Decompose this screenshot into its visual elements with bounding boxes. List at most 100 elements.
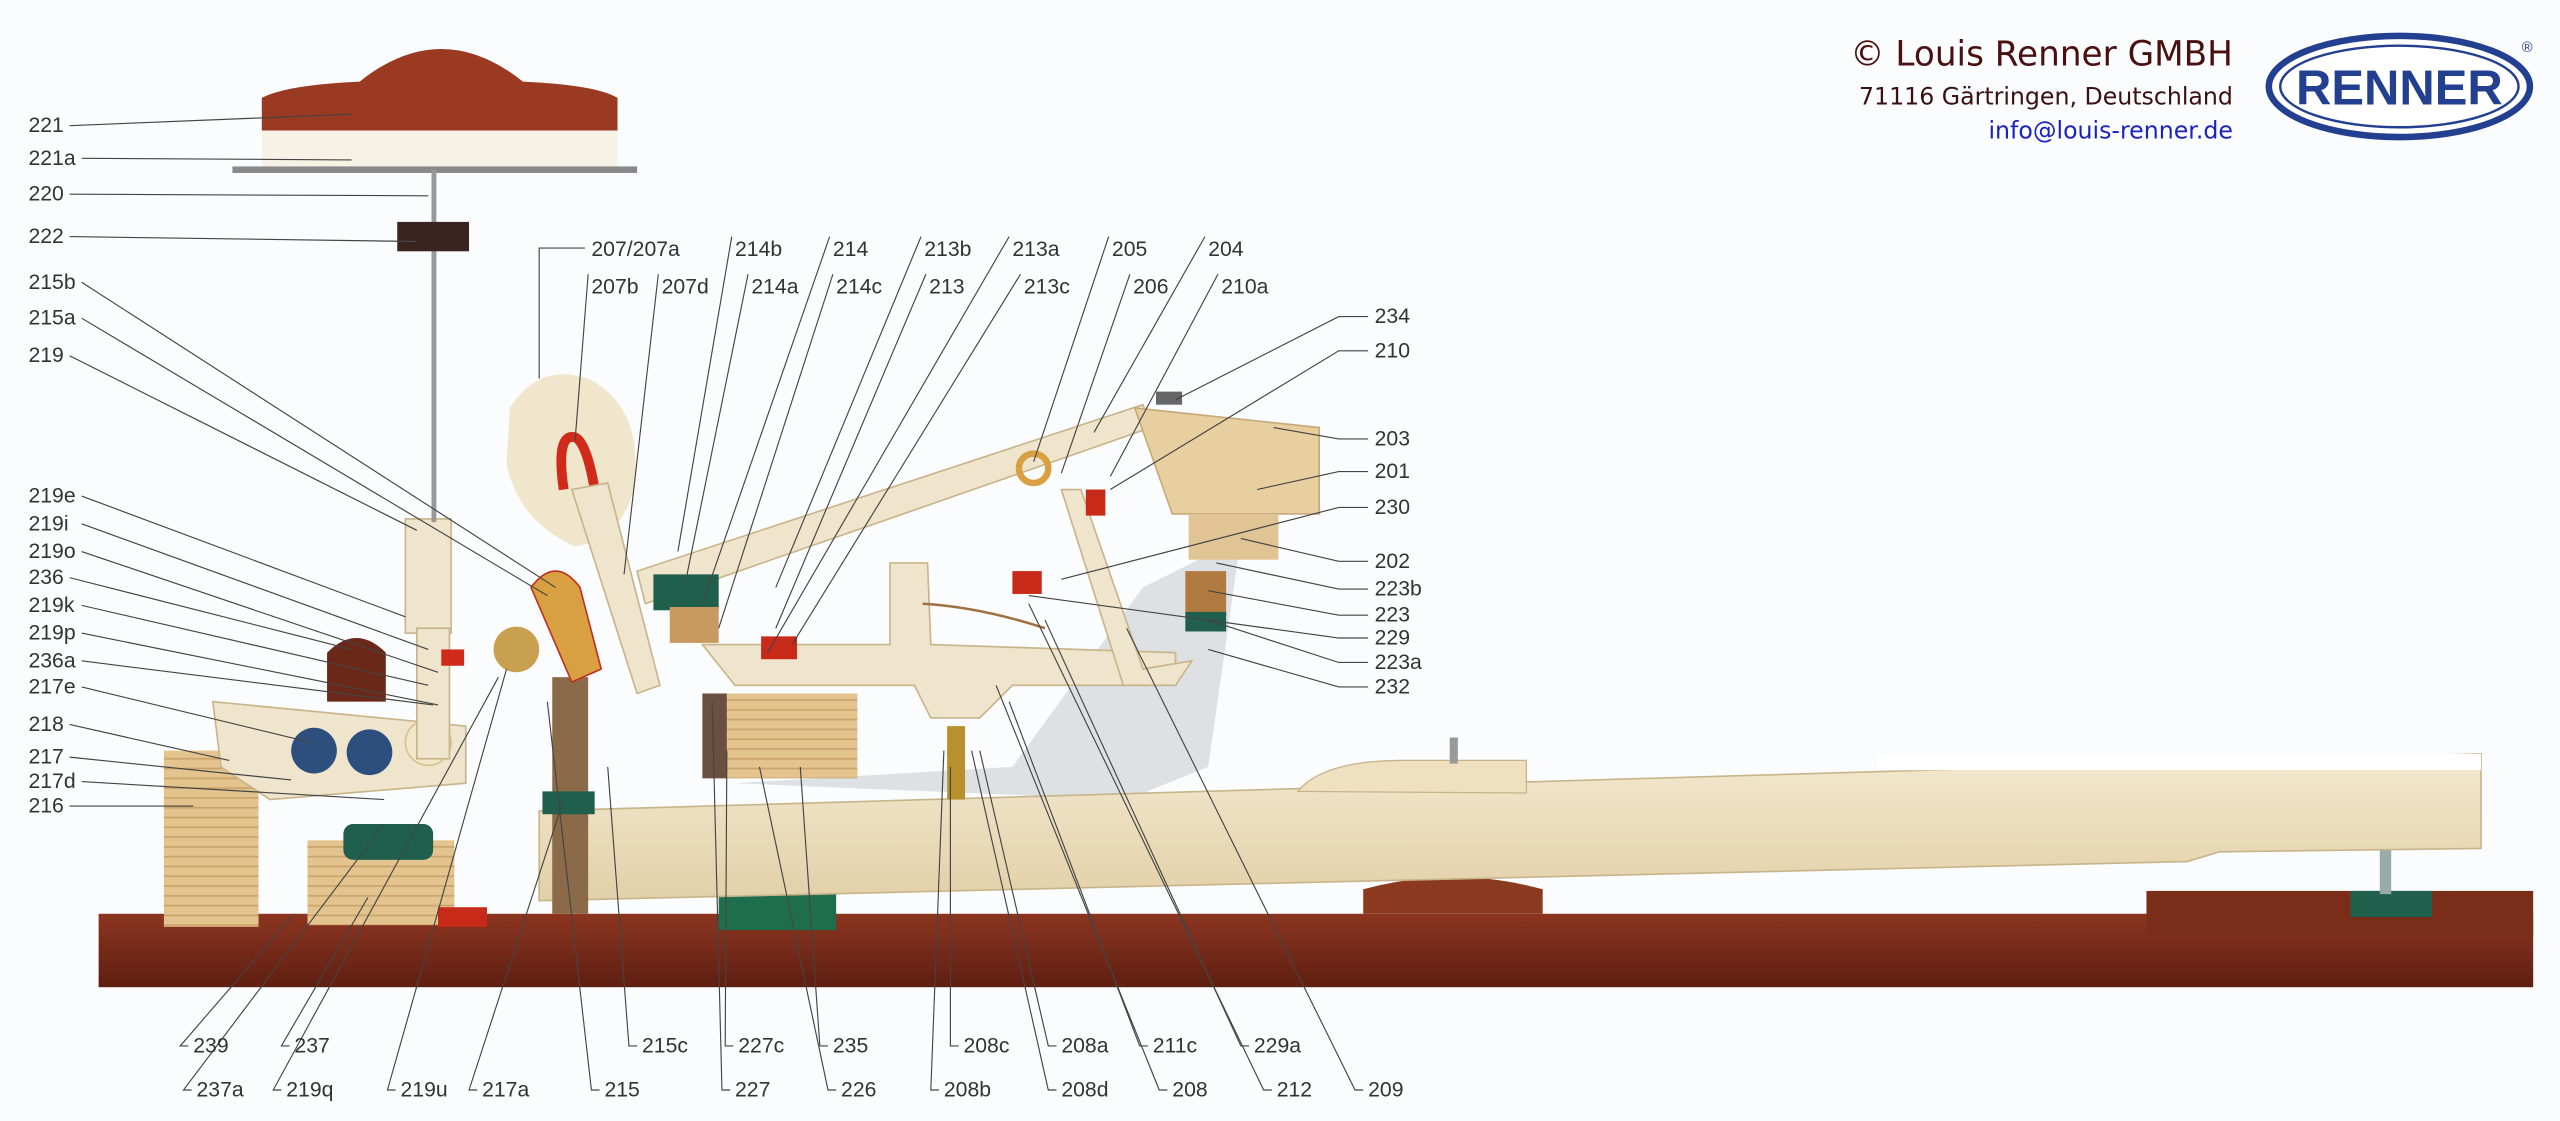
- red-spring: [441, 649, 465, 666]
- leader-line: [468, 799, 565, 1091]
- part-label: 203: [1375, 427, 1410, 450]
- leader-line: [1028, 603, 1272, 1091]
- leader-line: [1044, 619, 1249, 1047]
- leader-line: [69, 723, 230, 761]
- part-label: 227c: [738, 1034, 784, 1057]
- damper-felt-223a: [1185, 611, 1227, 632]
- leader-line: [81, 317, 548, 597]
- part-label: 236a: [28, 649, 75, 672]
- part-label: 211c: [1153, 1034, 1198, 1057]
- leader-line: [1093, 236, 1206, 433]
- leader-line: [971, 750, 1057, 1091]
- leader-line: [1033, 236, 1110, 462]
- capstan: [947, 726, 966, 800]
- leader-line: [1216, 562, 1369, 590]
- leader-line: [791, 273, 1022, 645]
- leader-line: [1008, 701, 1148, 1047]
- front-rail-felt: [2350, 890, 2433, 918]
- leader-line: [949, 766, 959, 1047]
- key-top-covering: [1877, 753, 2481, 771]
- part-label: 217a: [482, 1079, 529, 1102]
- block-227: [702, 693, 727, 779]
- part-labels: 221221a220222215b215a219219e219i219o2362…: [28, 114, 1422, 1101]
- part-label: 219o: [28, 540, 75, 563]
- leader-line: [701, 236, 831, 604]
- leader-line: [623, 274, 659, 575]
- leader-line: [69, 355, 418, 531]
- part-label: 201: [1375, 460, 1410, 483]
- company-address: 71116 Gärtringen, Deutschland: [1859, 82, 2233, 110]
- leader-line: [81, 686, 311, 743]
- jack-213: [761, 636, 798, 660]
- spring-211c: [922, 602, 1046, 630]
- leader-line: [1109, 273, 1219, 477]
- red-punching: [438, 907, 487, 927]
- part-label: 216: [28, 795, 63, 818]
- part-label: 223b: [1375, 578, 1422, 601]
- leader-line: [1208, 619, 1369, 664]
- block-202: [1188, 513, 1279, 560]
- screw-234: [1155, 391, 1183, 405]
- part-label: 210a: [1221, 276, 1268, 299]
- leader-line: [69, 193, 429, 197]
- part-label: 226: [841, 1079, 876, 1102]
- leader-line: [1061, 506, 1369, 580]
- leader-line: [979, 750, 1057, 1047]
- block-222: [397, 221, 470, 252]
- leader-line: [182, 823, 385, 1091]
- felt-217a: [542, 791, 595, 815]
- part-label: 213b: [924, 238, 971, 261]
- part-label: 214: [833, 238, 869, 261]
- leader-line: [546, 701, 600, 1091]
- leader-line: [1257, 470, 1369, 491]
- company-name: © Louis Renner GMBH: [1850, 34, 2233, 74]
- shadow: [735, 538, 1241, 800]
- part-label: 235: [833, 1034, 868, 1057]
- part-label: 234: [1375, 305, 1411, 328]
- leader-line: [995, 685, 1168, 1091]
- catcher-215b: [530, 570, 603, 684]
- part-label: 237a: [197, 1079, 244, 1102]
- part-label: 232: [1375, 675, 1410, 698]
- part-label: 208b: [944, 1079, 991, 1102]
- part-label: 213a: [1012, 238, 1059, 261]
- leader-line: [1175, 315, 1369, 401]
- part-label: 236: [28, 566, 63, 589]
- damper-wire-220: [431, 169, 437, 523]
- part-label: 229a: [1254, 1034, 1301, 1057]
- leader-line: [767, 236, 1010, 653]
- part-label: 215: [604, 1079, 639, 1102]
- part-label: 217d: [28, 770, 75, 793]
- part-label: 209: [1368, 1079, 1403, 1102]
- felt-239: [343, 824, 434, 860]
- part-label: 208: [1172, 1079, 1207, 1102]
- leader-line: [69, 756, 292, 781]
- red-210a: [1085, 489, 1106, 516]
- part-label: 207d: [662, 276, 709, 299]
- damper-felt-221a: [261, 130, 618, 170]
- leader-line: [538, 247, 585, 379]
- leader-line: [1208, 590, 1369, 616]
- leader-line: [799, 766, 829, 1047]
- damper-rod: [232, 166, 638, 173]
- part-label: 214a: [751, 276, 798, 299]
- renner-logo: RENNER ®: [2265, 32, 2534, 141]
- part-label: 205: [1112, 238, 1147, 261]
- leader-line: [1126, 627, 1364, 1091]
- blue-weight: [346, 729, 393, 776]
- registered-mark: ®: [2522, 40, 2533, 56]
- leader-line: [775, 236, 922, 588]
- leader-line: [1208, 648, 1369, 688]
- company-email[interactable]: info@louis-renner.de: [1988, 117, 2232, 145]
- leader-line: [574, 274, 589, 441]
- part-label: 212: [1277, 1079, 1312, 1102]
- part-label: 217e: [28, 675, 75, 698]
- part-label: 207/207a: [591, 238, 680, 261]
- leader-line: [81, 781, 385, 801]
- part-label: 223: [1375, 604, 1410, 627]
- part-label: 219: [28, 344, 63, 367]
- damper-lever-lower: [415, 627, 451, 760]
- balance-pin: [1449, 737, 1458, 764]
- leader-line: [272, 676, 499, 1091]
